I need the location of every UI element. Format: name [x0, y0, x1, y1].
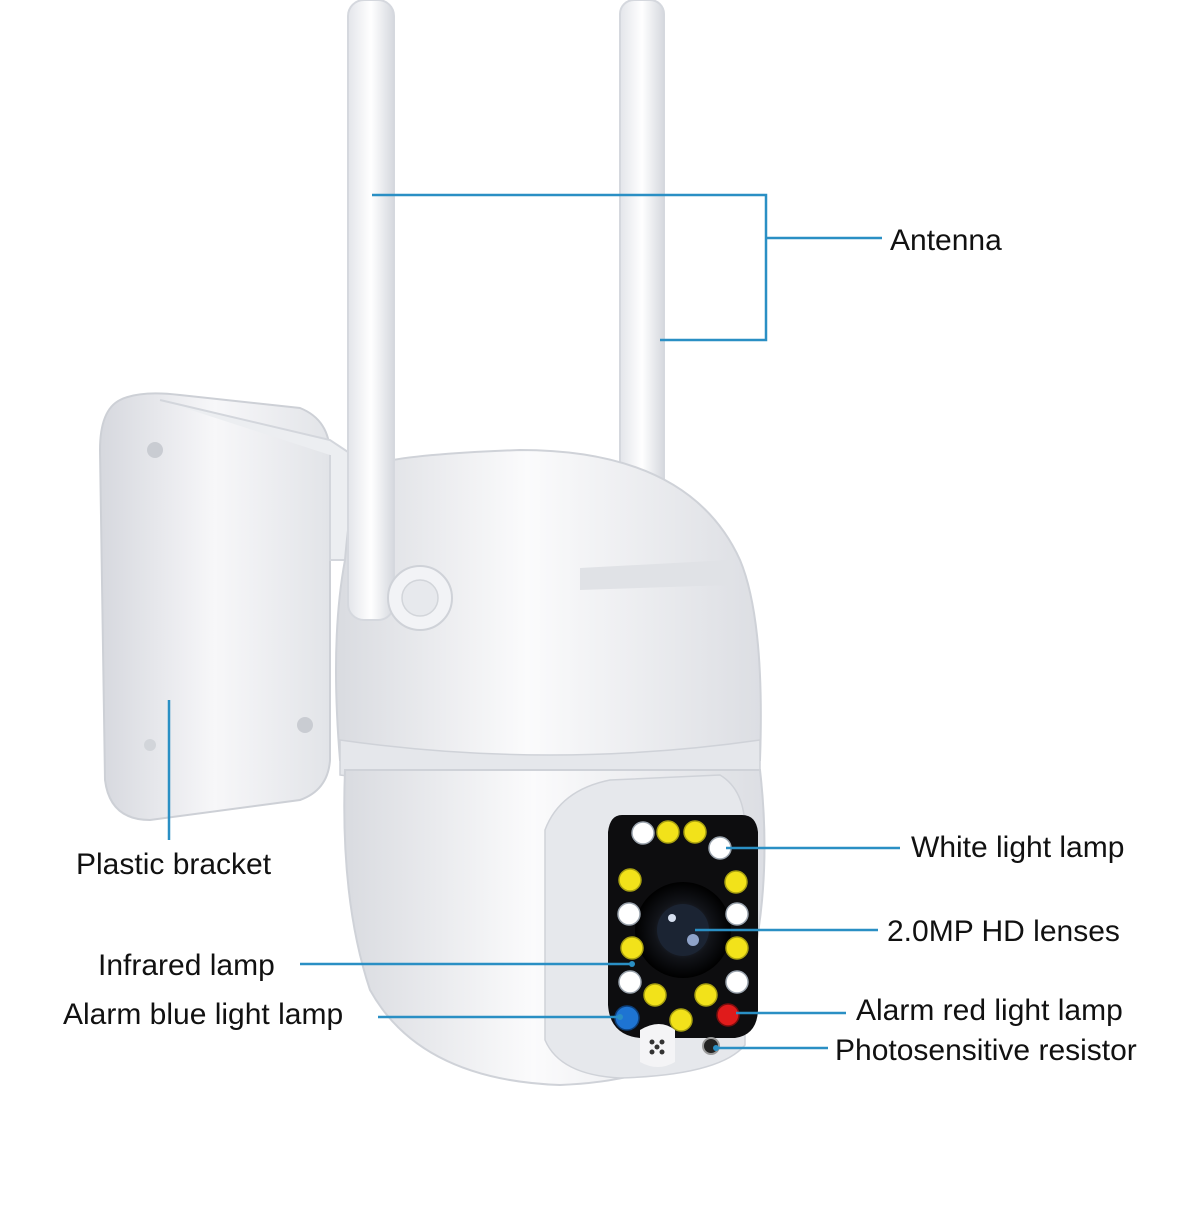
label-plastic-bracket: Plastic bracket	[76, 848, 272, 881]
infrared-lamp-ring	[617, 820, 749, 1032]
label-hd-lenses: 2.0MP HD lenses	[887, 915, 1120, 948]
label-alarm-blue-light-lamp: Alarm blue light lamp	[63, 998, 344, 1031]
antenna-left	[347, 0, 453, 631]
lens-panel	[608, 815, 758, 1067]
leader-lines	[167, 193, 900, 1051]
leader-antenna	[372, 193, 882, 342]
label-alarm-red-light-lamp: Alarm red light lamp	[856, 994, 1123, 1027]
label-infrared-lamp: Infrared lamp	[98, 949, 275, 982]
microphone-grille	[640, 1024, 675, 1067]
label-antenna: Antenna	[890, 224, 1002, 257]
label-white-light-lamp: White light lamp	[911, 831, 1125, 864]
label-photosensitive-resistor: Photosensitive resistor	[835, 1034, 1137, 1067]
alarm-red-lamp	[716, 1003, 740, 1027]
